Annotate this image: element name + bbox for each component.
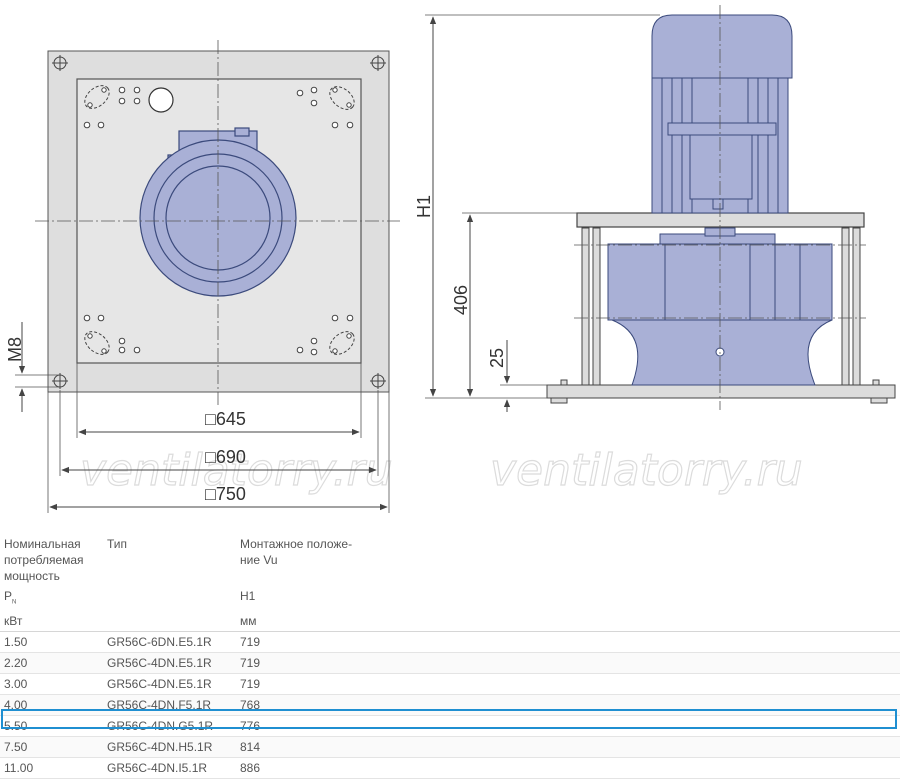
- dim-645-label: □645: [205, 409, 246, 429]
- side-center-lines: [574, 5, 866, 410]
- cell-power: 4.00: [0, 694, 103, 717]
- side-extension-lines: [425, 14, 660, 399]
- symbol-type: [103, 584, 236, 610]
- table-header-row: Номинальная потребляемая мощность Тип Мо…: [0, 530, 900, 584]
- table-symbol-row: PN H1: [0, 584, 900, 610]
- dashed-slots: [84, 85, 355, 355]
- motor-top: [139, 127, 297, 297]
- cell-h1: 719: [236, 631, 900, 654]
- top-plate-side: [576, 212, 865, 228]
- cell-h1: 719: [236, 652, 900, 675]
- unit-power: кВт: [0, 610, 103, 633]
- symbol-h1: H1: [240, 589, 256, 603]
- side-view: H1 406 25: [414, 5, 896, 412]
- corner-bolt-icon: [52, 55, 386, 389]
- cell-type: GR56C-4DN.I5.1R: [103, 757, 236, 779]
- base-plate-side: [546, 384, 896, 399]
- dim-h1-label: H1: [414, 195, 434, 218]
- cell-power: 5.50: [0, 715, 103, 738]
- cell-type: GR56C-4DN.E5.1R: [103, 652, 236, 675]
- header-mounting-text: Монтажное положе- ние Vu: [240, 537, 353, 567]
- dim-406-label: 406: [451, 285, 471, 315]
- cell-h1: 814: [236, 736, 900, 759]
- symbol-power-sub: N: [12, 599, 17, 606]
- cable-gland-hole-icon: [148, 87, 174, 113]
- dim-750-label: □750: [205, 484, 246, 504]
- side-dimension-lines: [429, 16, 511, 412]
- dim-m8-label: M8: [5, 337, 25, 362]
- motor-side: [651, 14, 793, 214]
- unit-type: [103, 610, 236, 633]
- cell-h1: 768: [236, 694, 900, 717]
- table-unit-row: кВт мм: [0, 610, 900, 633]
- dimension-lines: [18, 322, 388, 511]
- dim-690-label: □690: [205, 447, 246, 467]
- technical-drawing: ventilatorry.ru ventilatorry.ru: [5, 5, 896, 513]
- cell-type: GR56C-4DN.G5.1R: [103, 715, 236, 738]
- symbol-power-p: P: [4, 589, 13, 603]
- cell-power: 11.00: [0, 757, 103, 779]
- header-type: Тип: [107, 537, 128, 551]
- cell-power: 1.50: [0, 631, 103, 654]
- cell-h1: 886: [236, 757, 900, 779]
- header-mounting: Монтажное положе- ние Vu: [236, 530, 900, 584]
- cell-type: GR56C-4DN.H5.1R: [103, 736, 236, 759]
- center-lines: [35, 40, 400, 405]
- cell-h1: 719: [236, 673, 900, 696]
- cell-type: GR56C-6DN.E5.1R: [103, 631, 236, 654]
- cell-power: 2.20: [0, 652, 103, 675]
- mounting-holes: [83, 86, 354, 356]
- cell-power: 7.50: [0, 736, 103, 759]
- cell-h1: 776: [236, 715, 900, 738]
- unit-h1: мм: [236, 610, 900, 633]
- cell-power: 3.00: [0, 673, 103, 696]
- dim-25-label: 25: [487, 348, 507, 368]
- extension-lines: [15, 363, 390, 513]
- top-view: □645 □690 □750 M8: [5, 40, 400, 513]
- symbol-power: PN: [0, 584, 103, 610]
- watermark-right: ventilatorry.ru: [490, 445, 803, 496]
- cell-type: GR56C-4DN.E5.1R: [103, 673, 236, 696]
- header-power: Номинальная потребляемая мощность: [4, 537, 84, 583]
- spec-table: Номинальная потребляемая мощность Тип Мо…: [0, 530, 900, 779]
- cell-type: GR56C-4DN.F5.1R: [103, 694, 236, 717]
